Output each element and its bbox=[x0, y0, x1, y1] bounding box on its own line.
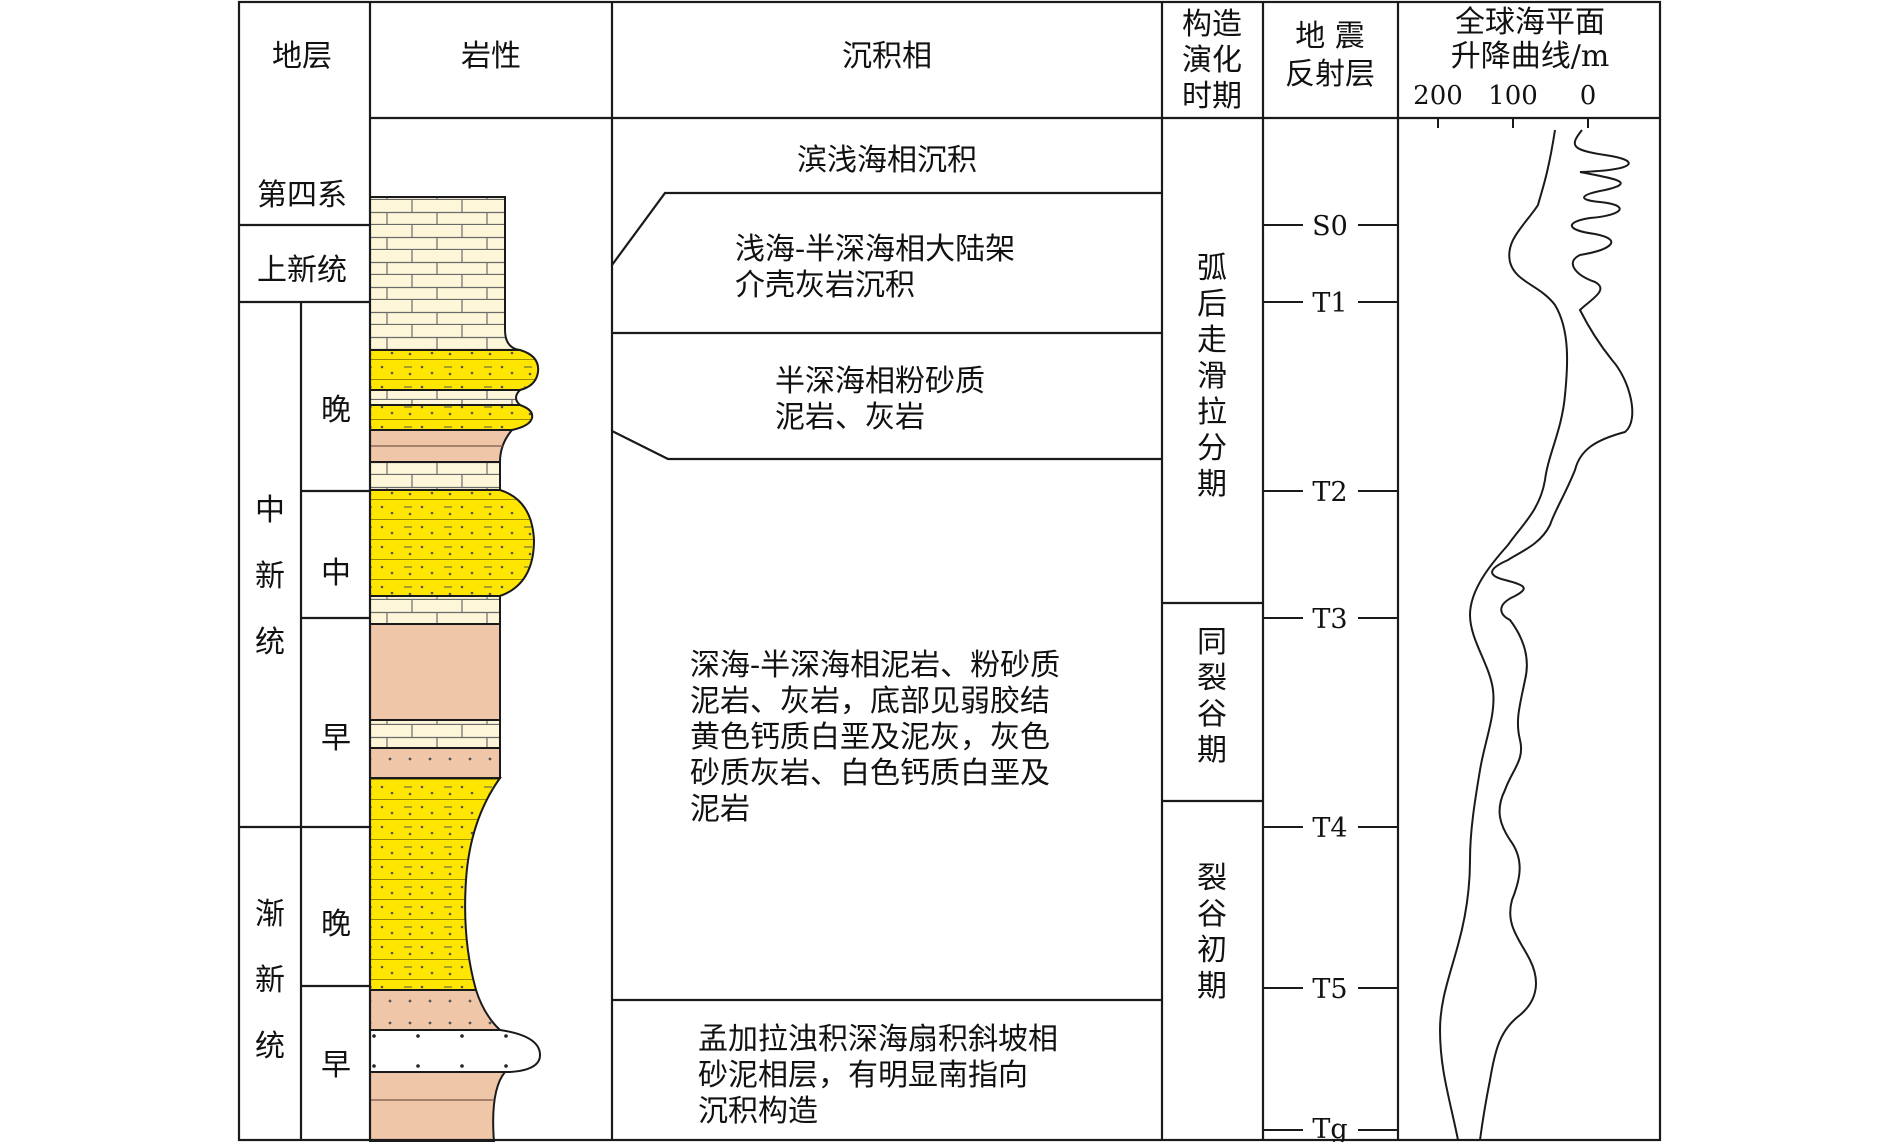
tectonic-backarc-6: 分 bbox=[1197, 431, 1227, 466]
stratum-miocene-middle: 中 bbox=[321, 556, 351, 591]
seismic-reflectors: S0 T1 T2 T3 T4 T5 Tg bbox=[1263, 211, 1398, 1142]
lithology-mudstone-2 bbox=[369, 623, 501, 721]
header-seismic-1: 地 震 bbox=[1295, 19, 1365, 54]
facies-5-line-2: 砂泥相层，有明显南指向 bbox=[698, 1058, 1028, 1093]
reflector-t5: T5 bbox=[1312, 974, 1347, 1005]
tectonic-text: 弧 后 走 滑 拉 分 期 同 裂 谷 期 裂 谷 初 期 bbox=[1197, 251, 1227, 1004]
sealevel-tick-100: 100 bbox=[1488, 81, 1538, 111]
tectonic-synrift-1: 同 bbox=[1197, 625, 1227, 660]
reflector-tg: Tg bbox=[1312, 1114, 1347, 1142]
lithology-sandstone-lower bbox=[369, 777, 502, 991]
facies-5-line-3: 沉积构造 bbox=[698, 1094, 818, 1129]
stratum-oligocene-2: 新 bbox=[255, 963, 285, 998]
table-grid bbox=[237, 0, 1662, 1142]
reflector-s0: S0 bbox=[1312, 211, 1348, 242]
header-sealevel-2: 升降曲线/m bbox=[1451, 39, 1610, 74]
lithology-white-sand-lens bbox=[369, 1029, 542, 1073]
tectonic-backarc-1: 弧 bbox=[1197, 251, 1227, 286]
tectonic-earlyrift-3: 初 bbox=[1197, 933, 1227, 968]
lithology-sandstone-bulge-1 bbox=[369, 349, 540, 391]
stratum-labels: 第四系 上新统 中 新 统 渐 新 统 晚 中 早 晚 早 bbox=[255, 178, 351, 1083]
tectonic-backarc-5: 拉 bbox=[1197, 395, 1227, 430]
facies-4-line-5: 泥岩 bbox=[690, 792, 750, 827]
facies-3-line-2: 泥岩、灰岩 bbox=[775, 400, 925, 435]
header-tectonic-3: 时期 bbox=[1182, 79, 1242, 114]
facies-4-line-4: 砂质灰岩、白色钙质白垩及 bbox=[690, 756, 1050, 791]
tectonic-earlyrift-2: 谷 bbox=[1197, 897, 1227, 932]
lithology-limestone-upper bbox=[369, 196, 521, 351]
facies-2-line-2: 介壳灰岩沉积 bbox=[735, 268, 915, 303]
sea-level-curve-inner bbox=[1479, 129, 1634, 1141]
facies-4-line-2: 泥岩、灰岩，底部见弱胶结 bbox=[690, 684, 1050, 719]
stratum-oligocene-3: 统 bbox=[255, 1029, 285, 1064]
lithology-mudstone-bottom bbox=[369, 1071, 508, 1142]
reflector-t2: T2 bbox=[1312, 477, 1347, 508]
lithology-limestone-4 bbox=[369, 719, 501, 749]
lithology-column bbox=[369, 196, 542, 1142]
reflector-t1: T1 bbox=[1312, 288, 1347, 319]
lithology-limestone-3 bbox=[369, 595, 501, 625]
stratum-miocene-1: 中 bbox=[255, 493, 285, 528]
lithology-sandstone-bulge-2 bbox=[369, 404, 534, 431]
tectonic-synrift-3: 谷 bbox=[1197, 697, 1227, 732]
lithology-mudstone-dotted-1 bbox=[369, 747, 501, 779]
sea-level-curve bbox=[1438, 129, 1634, 1141]
stratum-oligocene-late: 晚 bbox=[321, 907, 351, 942]
header-facies: 沉积相 bbox=[842, 39, 932, 74]
tectonic-backarc-7: 期 bbox=[1197, 467, 1227, 502]
facies-1-line-1: 滨浅海相沉积 bbox=[797, 143, 977, 178]
tectonic-synrift-4: 期 bbox=[1197, 733, 1227, 768]
stratum-oligocene-1: 渐 bbox=[255, 897, 285, 932]
facies-5-line-1: 孟加拉浊积深海扇积斜坡相 bbox=[698, 1022, 1058, 1057]
header-sealevel-1: 全球海平面 bbox=[1455, 5, 1605, 40]
stratum-miocene-early: 早 bbox=[321, 721, 351, 756]
header-stratum: 地层 bbox=[272, 39, 332, 74]
lithology-sandstone-bulge-3 bbox=[369, 489, 536, 597]
facies-3-line-1: 半深海相粉砂质 bbox=[775, 364, 985, 399]
facies-text: 滨浅海相沉积 浅海-半深海相大陆架 介壳灰岩沉积 半深海相粉砂质 泥岩、灰岩 深… bbox=[690, 143, 1060, 1129]
header-row: 地层 岩性 沉积相 构造 演化 时期 地 震 反射层 全球海平面 升降曲线/m … bbox=[272, 5, 1609, 128]
stratum-oligocene-early: 早 bbox=[321, 1048, 351, 1083]
header-tectonic-2: 演化 bbox=[1182, 43, 1242, 78]
stratum-quaternary: 第四系 bbox=[257, 178, 347, 213]
facies-4-line-3: 黄色钙质白垩及泥灰，灰色 bbox=[690, 720, 1050, 755]
tectonic-backarc-3: 走 bbox=[1197, 323, 1227, 358]
header-seismic-2: 反射层 bbox=[1285, 57, 1375, 92]
tectonic-backarc-4: 滑 bbox=[1197, 359, 1227, 394]
sealevel-axis-ticks bbox=[1437, 118, 1589, 128]
sea-level-curve-outer bbox=[1438, 129, 1569, 1141]
stratum-miocene-3: 统 bbox=[255, 625, 285, 660]
reflector-t3: T3 bbox=[1312, 604, 1347, 635]
lithology-limestone-2 bbox=[369, 461, 501, 491]
stratum-miocene-late: 晚 bbox=[321, 393, 351, 428]
facies-2-line-1: 浅海-半深海相大陆架 bbox=[735, 232, 1015, 267]
sealevel-tick-200: 200 bbox=[1413, 81, 1463, 111]
tectonic-earlyrift-4: 期 bbox=[1197, 969, 1227, 1004]
stratum-miocene-2: 新 bbox=[255, 559, 285, 594]
facies-4-line-1: 深海-半深海相泥岩、粉砂质 bbox=[690, 648, 1060, 683]
header-tectonic-1: 构造 bbox=[1182, 7, 1242, 42]
tectonic-backarc-2: 后 bbox=[1197, 287, 1227, 322]
tectonic-synrift-2: 裂 bbox=[1197, 661, 1227, 696]
lithology-mudstone-dotted-2 bbox=[369, 989, 503, 1031]
stratum-pliocene: 上新统 bbox=[257, 253, 347, 288]
sealevel-tick-0: 0 bbox=[1580, 81, 1597, 111]
lithology-limestone-thin-1 bbox=[369, 389, 523, 406]
tectonic-earlyrift-1: 裂 bbox=[1197, 861, 1227, 896]
reflector-t4: T4 bbox=[1312, 813, 1347, 844]
header-lithology: 岩性 bbox=[461, 39, 521, 74]
